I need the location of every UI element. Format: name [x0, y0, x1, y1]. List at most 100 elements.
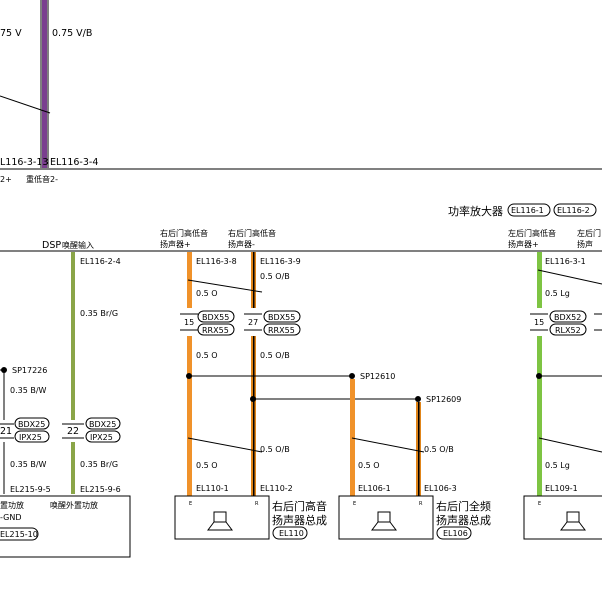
- splice-dot-neg: [250, 396, 256, 402]
- wire-label-full-pos: 0.5 O: [358, 461, 380, 470]
- wire-lr-pos-mid: [537, 336, 542, 496]
- connector-22-num: 22: [67, 426, 79, 437]
- lr-neg-label-2: 扬声: [577, 239, 593, 249]
- rr-tweeter-pos-label-1: 右后门高低音: [160, 228, 208, 238]
- connector-27-num: 27: [248, 318, 258, 327]
- signal-label-subwoofer-2minus: 重低音2-: [26, 174, 58, 184]
- splice-dot-pos: [186, 373, 192, 379]
- connector-22-badge-a: [85, 417, 121, 430]
- pin-el215-9-5: EL215-9-5: [10, 485, 51, 494]
- pin-el116-2-4: EL116-2-4: [80, 257, 121, 266]
- wire-lr-pos-top: [537, 252, 542, 308]
- wake-device-label: 唤醒外置功放: [50, 500, 98, 510]
- splice-sp12610-label: SP12610: [360, 372, 395, 381]
- speaker-icon: [207, 511, 233, 531]
- terminal-r-el106: R: [419, 501, 423, 507]
- module-badge-1: [507, 203, 551, 217]
- wire-label-bw-top: 0.35 B/W: [10, 386, 47, 395]
- connector-22-b: IPX25: [90, 433, 113, 442]
- pin-el109-1: EL109-1: [545, 484, 578, 493]
- terminal-e-el109: E: [538, 501, 541, 507]
- connector-bdx55-pos-text: BDX55: [202, 313, 229, 322]
- terminal-e-el106: E: [353, 501, 356, 507]
- device-rr-tweeter-2: 扬声器总成: [272, 513, 327, 527]
- wire-label-bw-bottom: 0.35 B/W: [10, 460, 47, 469]
- splice-sp12609: [415, 396, 421, 402]
- connector-bdx55-pos: [197, 310, 235, 323]
- module-badge-2-text: EL116-2: [557, 206, 590, 215]
- rr-tweeter-pos-label-2: 扬声器+: [160, 239, 191, 249]
- connector-rlx52-text: RLX52: [555, 326, 581, 335]
- device-rr-full-1: 右后门全频: [436, 499, 491, 513]
- module-badge-1-text: EL116-1: [511, 206, 544, 215]
- wire-rr-full-pos: [350, 379, 355, 496]
- wake-input-label: 唤醒输入: [62, 240, 94, 250]
- splice-sp17226-label: SP17226: [12, 366, 47, 375]
- module-title: 功率放大器: [448, 204, 503, 218]
- wire-purple: [42, 0, 47, 168]
- terminal-e-el110: E: [189, 501, 192, 507]
- connector-21-b: IPX25: [19, 433, 42, 442]
- wire-rr-tweeter-pos-mid: [187, 336, 192, 496]
- wire-label-rr-pos-top: 0.5 O: [196, 289, 218, 298]
- wire-wake-top: [71, 252, 75, 420]
- connector-rrx55-pos: [197, 323, 235, 336]
- speaker-box-el110: [174, 495, 270, 540]
- device-el110-text: EL110: [279, 529, 304, 538]
- rr-tweeter-neg-label-2: 扬声器-: [228, 239, 255, 249]
- connector-22-a: BDX25: [89, 420, 116, 429]
- device-el215-10-text: EL215-10: [0, 530, 38, 539]
- device-rr-full-2: 扬声器总成: [436, 513, 491, 527]
- lr-pos-label-2: 扬声器+: [508, 239, 539, 249]
- dsp-label: DSP: [42, 240, 61, 251]
- speaker-icon: [371, 511, 397, 531]
- connector-bdx52-text: BDX52: [554, 313, 581, 322]
- wire-label-wake-bottom: 0.35 Br/G: [80, 460, 118, 469]
- connector-rrx55-neg: [263, 323, 301, 336]
- pin-el110-2: EL110-2: [260, 484, 293, 493]
- lr-neg-label-1: 左后门: [577, 228, 601, 238]
- pin-el116-3-4: EL116-3-4: [50, 157, 98, 168]
- pin-el106-1: EL106-1: [358, 484, 391, 493]
- connector-lr-15-num: 15: [534, 318, 544, 327]
- device-el215-10-badge: [0, 527, 39, 541]
- connector-rrx55-pos-text: RRX55: [202, 326, 229, 335]
- device-rr-tweeter-1: 右后门高音: [272, 499, 327, 513]
- wire-label-lr-top: 0.5 Lg: [545, 289, 570, 298]
- wire-label-wake-top: 0.35 Br/G: [80, 309, 118, 318]
- rr-tweeter-neg-label-1: 右后门高低音: [228, 228, 276, 238]
- terminal-r-el110: R: [255, 501, 259, 507]
- connector-rlx52: [549, 323, 587, 336]
- wire-wake-bottom: [71, 442, 75, 494]
- wire-label-075vb: 0.75 V/B: [52, 28, 92, 39]
- pin-el110-1: EL110-1: [196, 484, 229, 493]
- wire-label-lr-bottom: 0.5 Lg: [545, 461, 570, 470]
- pin-el215-9-6: EL215-9-6: [80, 485, 121, 494]
- connector-bdx55-neg: [263, 310, 301, 323]
- device-el106-text: EL106: [443, 529, 468, 538]
- pin-el116-3-8: EL116-3-8: [196, 257, 237, 266]
- wire-label-rr-pos-bottom: 0.5 O: [196, 461, 218, 470]
- wire-label-full-neg: 0.5 O/B: [424, 445, 454, 454]
- device-el106-badge: [436, 526, 472, 540]
- wire-label-rr-neg-mid: 0.5 O/B: [260, 351, 290, 360]
- device-gnd-label: -GND: [0, 513, 22, 522]
- device-el110-badge: [272, 526, 308, 540]
- device-amp-label: 置功放: [0, 500, 24, 510]
- connector-21-badge-a: [14, 417, 50, 430]
- splice-sp12610: [349, 373, 355, 379]
- connector-21-a: BDX25: [18, 420, 45, 429]
- speaker-icon: [560, 511, 586, 531]
- splice-dot-lr: [536, 373, 542, 379]
- wire-label-75v: 75 V: [0, 28, 22, 39]
- connector-22-badge-b: [85, 430, 121, 443]
- pin-l116-3-13: L116-3-13: [0, 157, 48, 168]
- connector-rrx55-neg-text: RRX55: [268, 326, 295, 335]
- connector-21-num: 21: [0, 426, 12, 437]
- pin-el116-3-9: EL116-3-9: [260, 257, 301, 266]
- wire-label-rr-neg-top: 0.5 O/B: [260, 272, 290, 281]
- speaker-box-el106: [338, 495, 434, 540]
- connector-21-badge-b: [14, 430, 50, 443]
- module-badge-2: [553, 203, 597, 217]
